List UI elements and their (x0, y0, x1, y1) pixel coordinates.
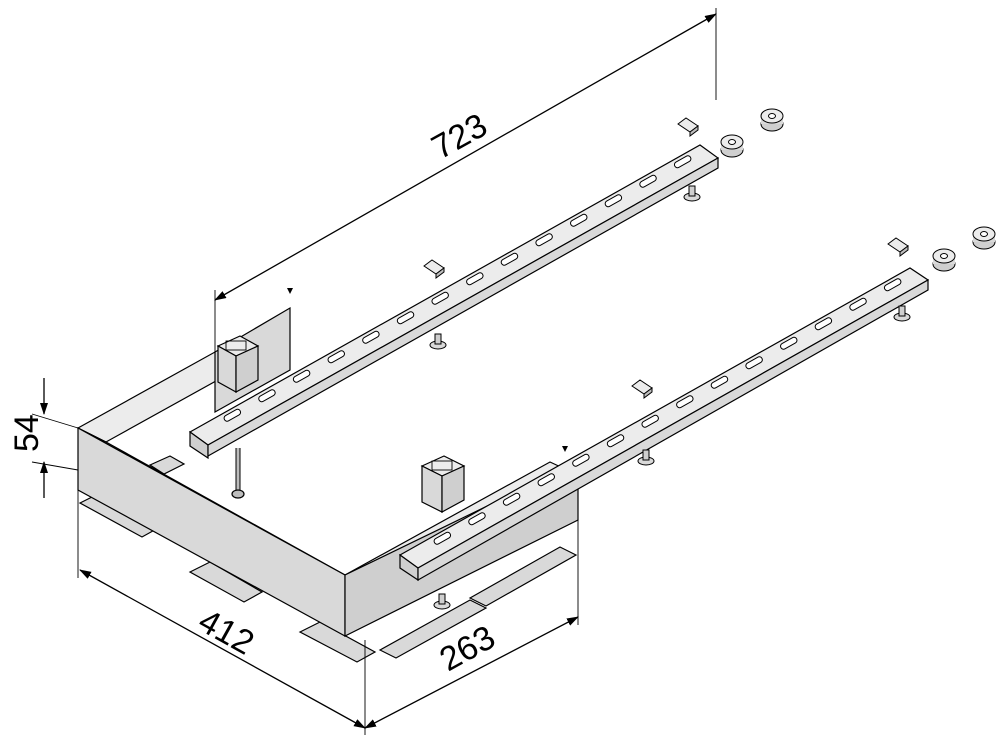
clip (887, 237, 909, 257)
rail-slot (883, 278, 902, 292)
clip (677, 117, 699, 137)
support-block-rear (216, 335, 260, 394)
rail-slot (468, 512, 486, 526)
rail-slot (502, 492, 521, 506)
dimension-length-label: 723 (425, 106, 493, 167)
dimension-depth (364, 520, 579, 729)
rail-rear (188, 144, 720, 460)
rail-slot (572, 453, 590, 467)
rail-slot (537, 473, 555, 487)
rail-slot (676, 395, 694, 409)
rail-front-holes (433, 278, 902, 545)
rail-front (398, 267, 930, 582)
nut (932, 248, 956, 272)
rail-slot (814, 317, 833, 331)
dimension-length (214, 8, 717, 352)
support-block-front (420, 455, 466, 514)
rail-slot (258, 389, 276, 403)
rail-slot (362, 330, 380, 344)
rail-slot (327, 350, 345, 364)
screw (231, 448, 245, 499)
rail-slot (710, 375, 729, 389)
nut (720, 134, 744, 158)
rail-slot (223, 408, 242, 422)
nut (972, 226, 996, 250)
rail-slot (745, 356, 763, 370)
nut (760, 108, 784, 132)
rail-slot (641, 414, 659, 428)
rail-slot (780, 336, 798, 350)
rail-slot (606, 434, 625, 448)
dimension-width-label: 412 (192, 602, 260, 663)
hardware-parts (423, 108, 996, 610)
bolt (893, 305, 911, 322)
bolt (683, 185, 701, 202)
dimension-height-label: 54 (8, 414, 46, 452)
clip (423, 259, 445, 279)
bolt (429, 333, 447, 350)
rail-slot (292, 369, 311, 383)
bolt (433, 593, 451, 610)
clip (631, 379, 653, 399)
bolt (637, 449, 655, 466)
dimension-height (31, 378, 79, 498)
rail-slot (396, 311, 415, 325)
rail-slot (849, 297, 867, 311)
rail-slot (433, 531, 452, 545)
